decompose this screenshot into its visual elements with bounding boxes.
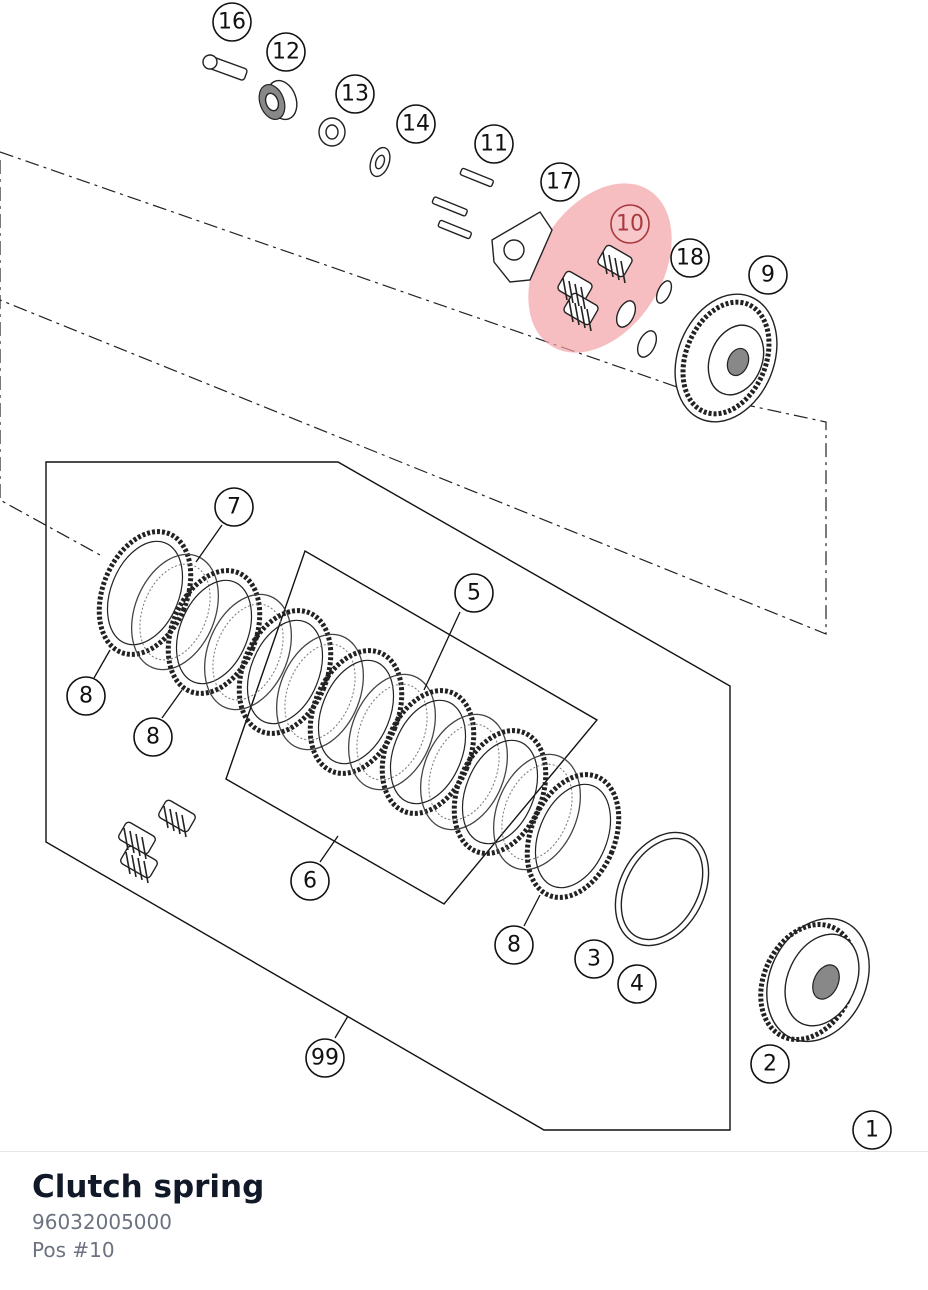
bolt-part-16 [202, 54, 248, 81]
svg-text:14: 14 [402, 112, 430, 137]
callout-5: 5 [454, 573, 494, 613]
svg-text:8: 8 [79, 684, 93, 709]
steel-plate-a [203, 593, 293, 711]
callout-99: 99 [305, 1038, 345, 1078]
svg-text:8: 8 [507, 933, 521, 958]
screws-part-11 [431, 167, 494, 240]
steel-plate-c [347, 673, 437, 791]
clutch-basket-part-2 [758, 917, 870, 1043]
callout-1: 1 [852, 1110, 892, 1150]
callout-11: 11 [474, 124, 514, 164]
rings-part-3-4 [614, 831, 710, 947]
svg-text:9: 9 [761, 263, 775, 288]
assembly-axis-line-left [0, 160, 101, 556]
svg-text:17: 17 [546, 170, 574, 195]
leader-8a [93, 649, 111, 679]
friction-plate-8a [96, 529, 194, 657]
svg-text:5: 5 [467, 581, 481, 606]
steel-plate-d [419, 713, 509, 831]
svg-text:7: 7 [227, 495, 241, 520]
callout-8a: 8 [66, 676, 106, 716]
callout-12: 12 [266, 32, 306, 72]
leader-5 [423, 611, 461, 691]
svg-text:1: 1 [865, 1118, 879, 1143]
bearing-part-12 [258, 79, 298, 121]
svg-text:16: 16 [218, 10, 246, 35]
rings-part-18 [615, 280, 673, 358]
callout-18: 18 [670, 238, 710, 278]
part-title: Clutch spring [32, 1169, 265, 1205]
svg-text:4: 4 [630, 972, 644, 997]
svg-text:12: 12 [272, 40, 300, 65]
svg-text:99: 99 [311, 1046, 339, 1071]
svg-text:18: 18 [676, 246, 704, 271]
friction-plate-8b [165, 568, 263, 696]
callout-14: 14 [396, 104, 436, 144]
svg-text:10: 10 [616, 212, 644, 237]
section-divider [0, 1151, 928, 1152]
inner-hub-part-9 [674, 293, 778, 423]
leader-7 [195, 524, 223, 563]
callout-6: 6 [290, 861, 330, 901]
svg-text:3: 3 [587, 947, 601, 972]
svg-text:13: 13 [341, 82, 369, 107]
part-position: Pos #10 [32, 1238, 115, 1262]
springs-part-10 [557, 244, 633, 332]
kit-springs [118, 799, 196, 884]
callout-17: 17 [540, 162, 580, 202]
svg-text:2: 2 [763, 1052, 777, 1077]
callout-13: 13 [335, 74, 375, 114]
kit-frame [45, 461, 731, 1131]
callout-7: 7 [214, 487, 254, 527]
clutch-plate-stack [96, 529, 622, 900]
friction-plate-8c [524, 772, 622, 900]
leader-8c [523, 894, 541, 927]
friction-plate-d [307, 648, 405, 776]
leader-8b [161, 689, 183, 719]
assembly-axis-line [0, 151, 827, 635]
pressure-plate-part-17 [491, 211, 553, 283]
callout-3: 3 [574, 939, 614, 979]
steel-plate-e [492, 753, 582, 871]
svg-text:8: 8 [146, 725, 160, 750]
callout-4: 4 [617, 964, 657, 1004]
callout-16: 16 [212, 2, 252, 42]
svg-text:6: 6 [303, 869, 317, 894]
callout-2: 2 [750, 1044, 790, 1084]
friction-plate-f [451, 728, 549, 856]
steel-plate-b [275, 633, 365, 751]
friction-plate-c [236, 608, 334, 736]
callout-8b: 8 [133, 717, 173, 757]
leader-99 [334, 1015, 349, 1039]
exploded-diagram: 16 12 13 14 11 17 10 18 9 7 5 8 8 6 8 3 … [0, 2, 892, 1150]
leader-6 [319, 835, 339, 863]
callout-8c: 8 [494, 925, 534, 965]
part-info: Clutch spring 96032005000 Pos #10 [32, 1166, 264, 1264]
friction-plate-e [379, 688, 477, 816]
part-number: 96032005000 [32, 1210, 172, 1234]
steel-plate-7 [130, 553, 220, 671]
callout-10-highlighted: 10 [610, 204, 650, 244]
nut-part-13 [318, 117, 346, 147]
callout-9: 9 [748, 255, 788, 295]
svg-text:11: 11 [480, 132, 508, 157]
washer-part-14 [369, 146, 391, 178]
